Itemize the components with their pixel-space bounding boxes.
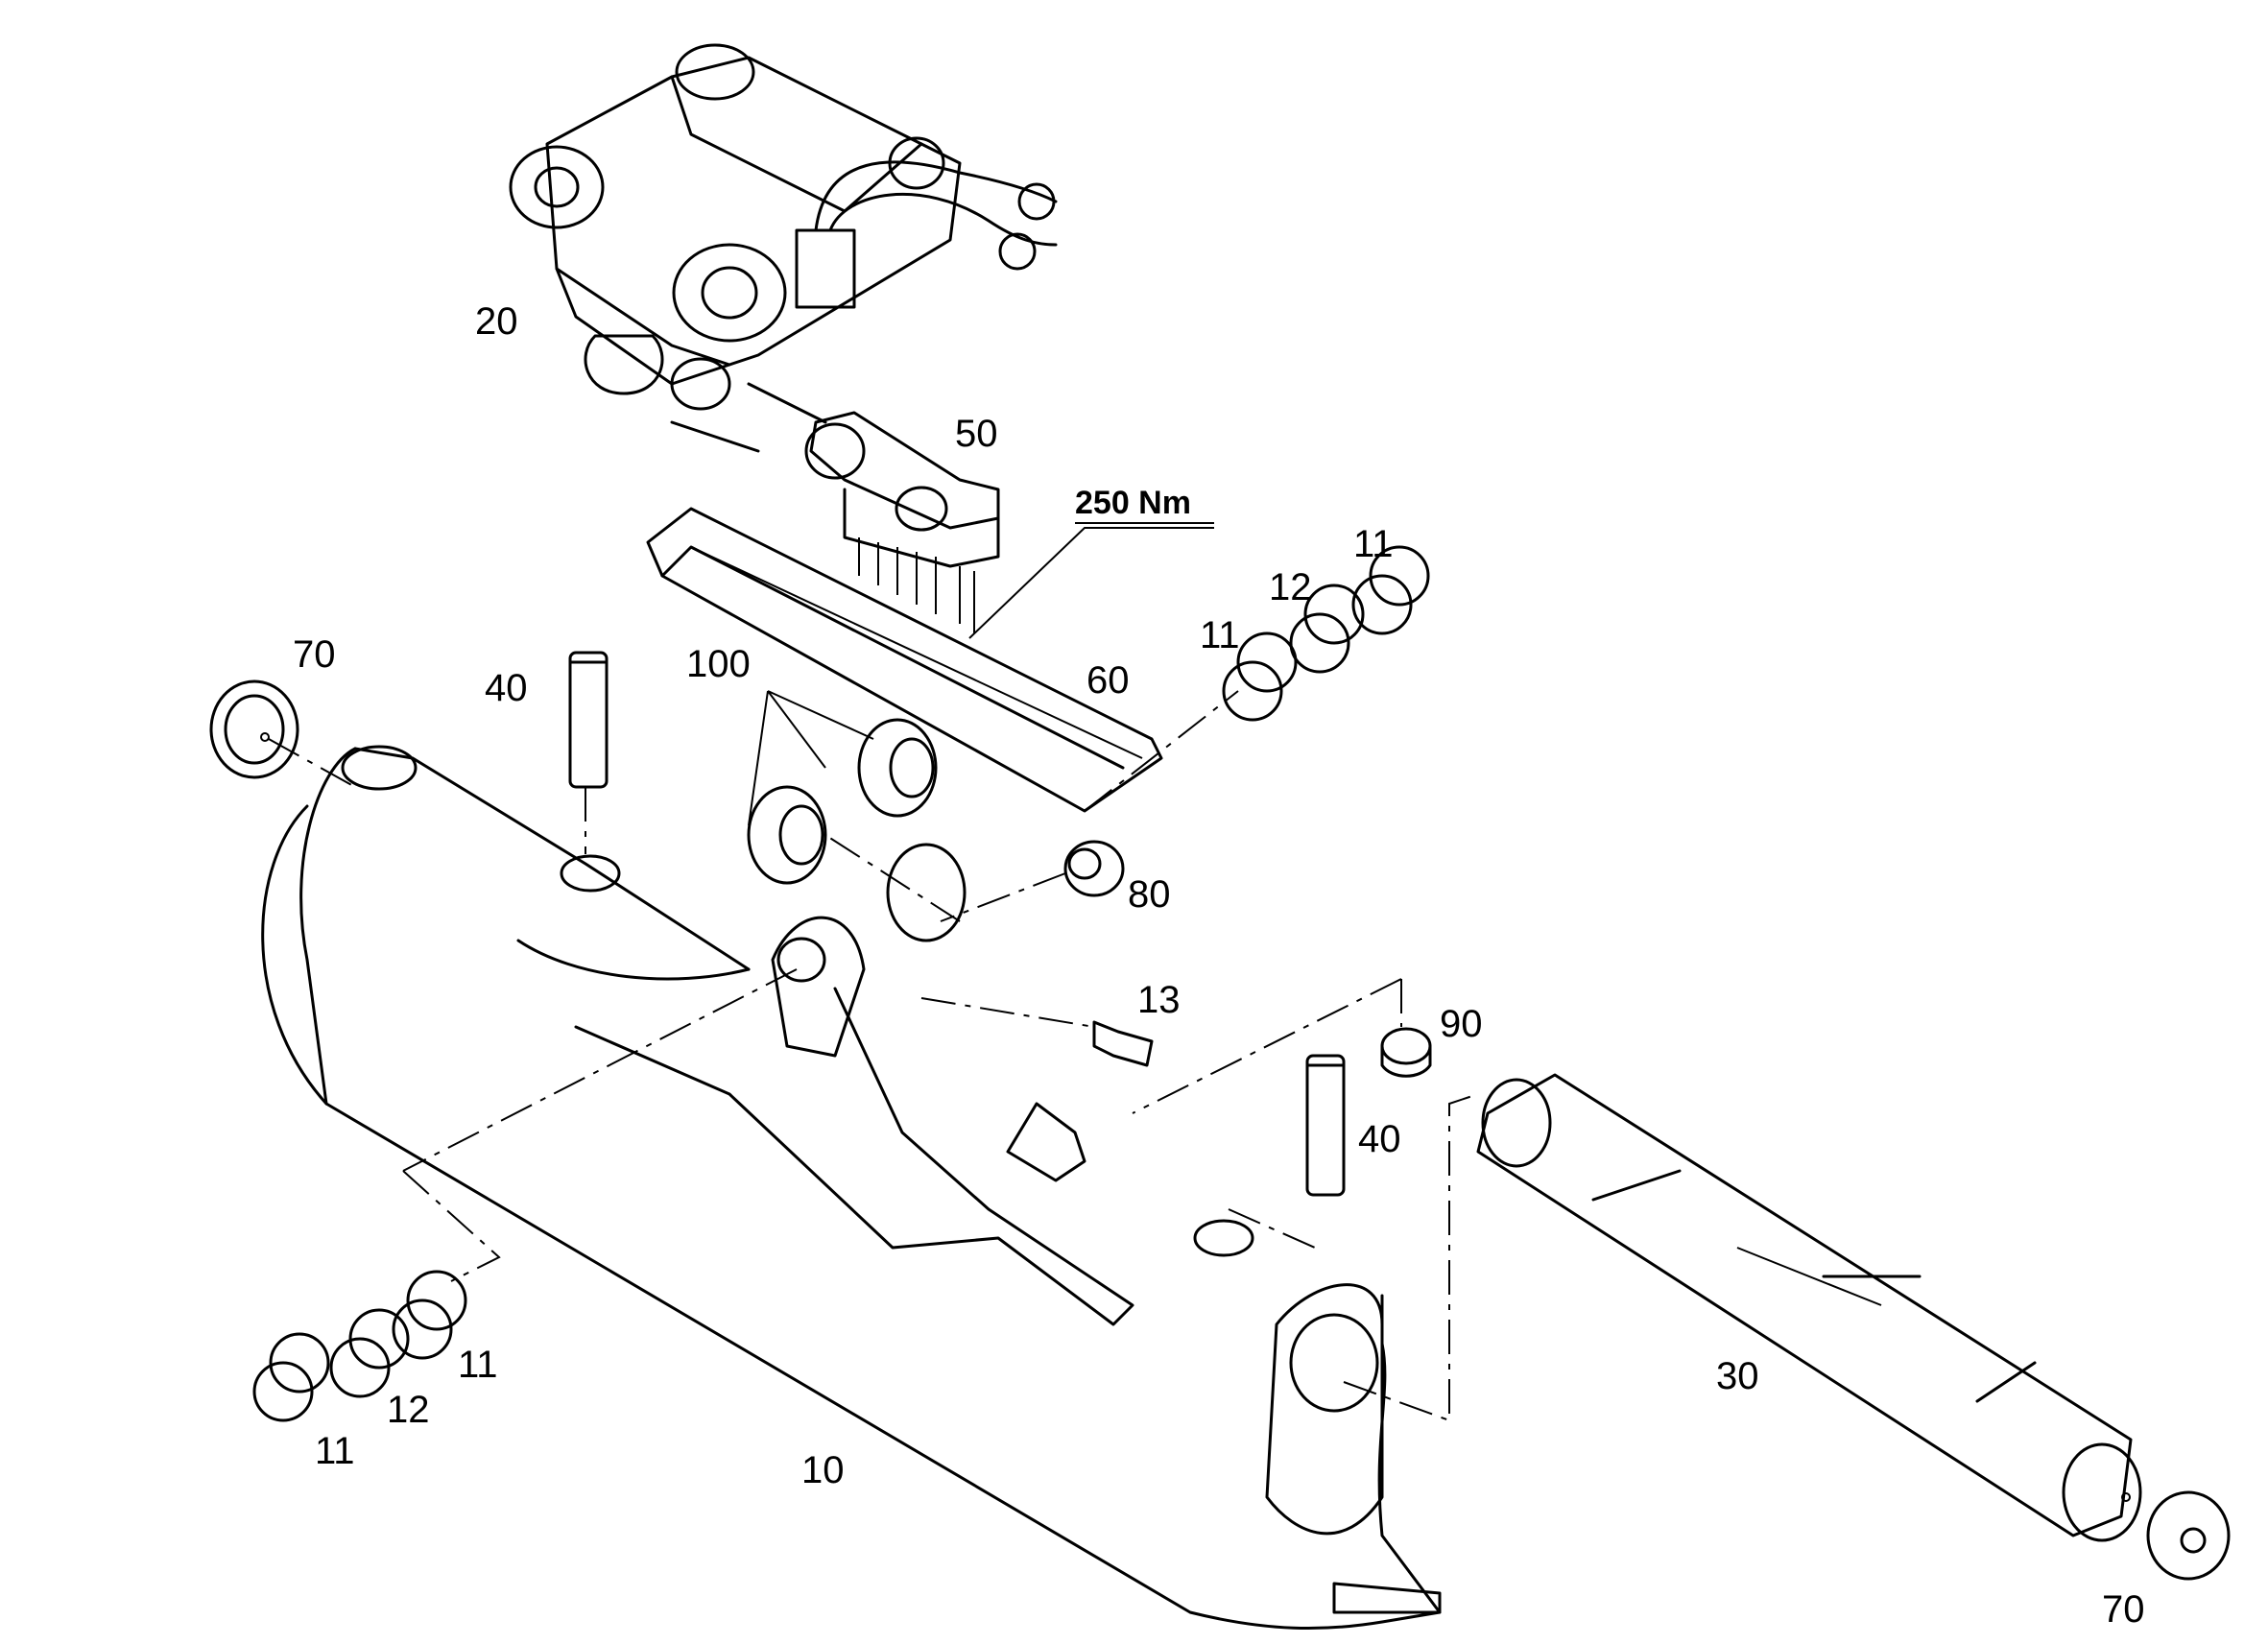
label-80: 80 [1128,873,1171,916]
shaft-part-30 [1476,1073,2142,1542]
pin-part-40-lower [1305,1054,1346,1197]
label-20: 20 [475,300,518,343]
seal-part-80 [1063,840,1125,897]
quick-coupler-part-20 [509,43,1058,453]
label-11-a: 11 [1200,614,1240,656]
label-40-b: 40 [1358,1118,1401,1160]
torque-leader-line [968,527,1214,639]
label-11-c: 11 [458,1344,498,1386]
label-90: 90 [1440,1003,1483,1045]
label-60: 60 [1086,659,1130,702]
assembly-centerlines [268,690,1479,1422]
label-12-b: 12 [387,1389,430,1431]
label-11-d: 11 [315,1430,355,1472]
plug-part-90 [1380,1027,1432,1078]
bushing-part-12-a [1289,584,1365,674]
bushing-part-11-d [252,1332,330,1422]
label-11-b: 11 [1353,523,1394,565]
label-10: 10 [801,1449,845,1491]
label-50: 50 [955,413,998,455]
label-12-a: 12 [1269,566,1312,608]
end-cap-part-70-left [209,679,299,779]
grease-nipple-part-13 [1092,1020,1154,1067]
cover-plate-part-60 [646,507,1163,813]
label-70-a: 70 [293,633,336,676]
label-70-b: 70 [2102,1588,2145,1631]
label-13: 13 [1137,979,1181,1021]
label-100: 100 [686,643,751,685]
bucket-part-10 [261,745,1442,1631]
bushing-set-part-100 [747,690,938,885]
torque-spec-label: 250 Nm [1075,485,1191,521]
label-40-a: 40 [485,667,528,709]
end-cap-part-70-right [2146,1490,2231,1581]
label-30: 30 [1716,1355,1759,1397]
bushing-part-11-c [392,1270,467,1360]
bushing-part-12-b [329,1308,410,1398]
bushing-part-11-b [1351,545,1430,635]
pin-part-40-upper [568,651,609,789]
link-part-50 [804,411,1000,633]
bushing-part-11-a [1222,631,1298,722]
